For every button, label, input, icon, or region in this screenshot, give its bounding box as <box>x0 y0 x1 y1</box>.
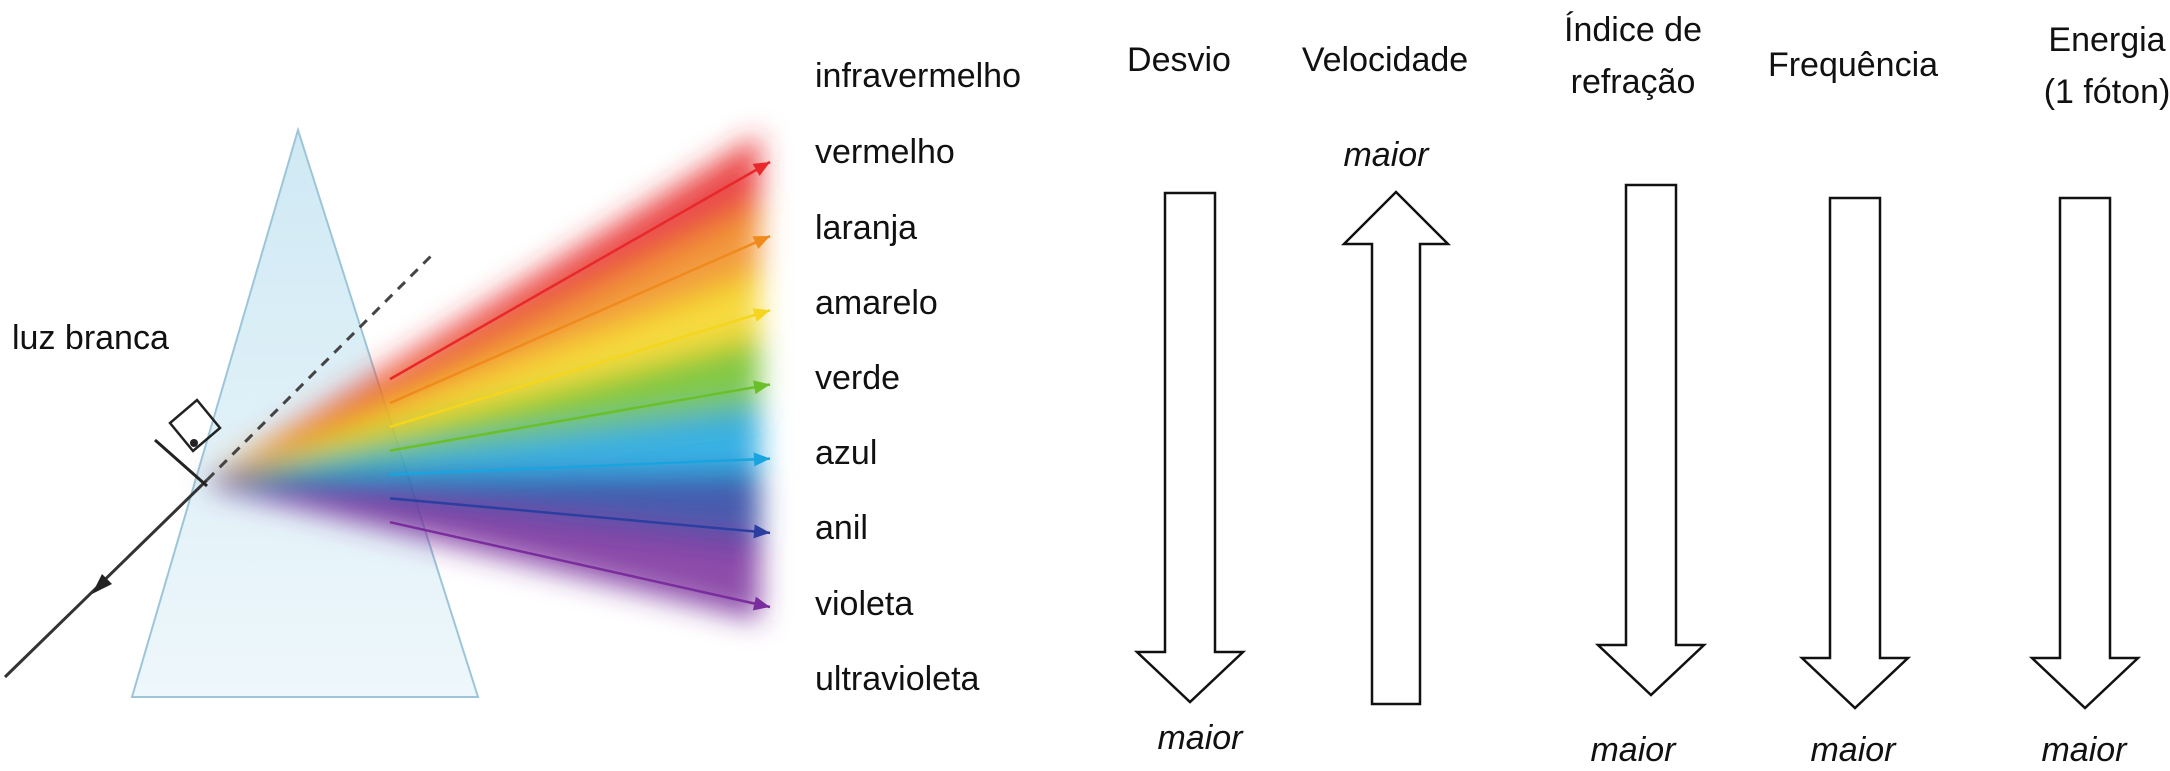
arrow-down-desvio <box>1133 191 1247 704</box>
ray-arrowhead <box>752 162 770 177</box>
incident-ray-arrowhead <box>92 574 112 594</box>
ray-arrowhead <box>752 236 770 250</box>
spectrum-label: infravermelho <box>815 57 1021 95</box>
dispersed-beam <box>210 134 760 621</box>
maior-label-desvio: maior <box>1157 719 1243 757</box>
spectrum-label: laranja <box>815 209 918 247</box>
column-header-frequencia: Frequência <box>1767 46 1939 84</box>
ray-line <box>389 309 771 429</box>
ray-arrowhead <box>752 596 770 611</box>
beam-band <box>210 478 760 621</box>
column-header-desvio: Desvio <box>1127 41 1231 79</box>
spectrum-label: azul <box>815 434 878 472</box>
ray-arrowhead <box>753 380 770 395</box>
arrow-down-energia <box>2028 196 2142 710</box>
ray-line <box>389 497 771 535</box>
ray-arrowhead <box>752 308 770 322</box>
beam-band <box>210 337 760 486</box>
spectrum-label: vermelho <box>815 133 955 171</box>
beam-band <box>210 134 760 486</box>
column-header-indice: refração <box>1570 63 1696 101</box>
maior-label-frequencia: maior <box>1810 731 1896 769</box>
maior-label-energia: maior <box>2041 731 2127 769</box>
spectrum-label: anil <box>815 509 868 547</box>
ray-line <box>389 520 771 609</box>
spectrum-label: ultravioleta <box>815 660 980 698</box>
color-ray-arrows <box>389 160 771 611</box>
spectrum-label: violeta <box>815 585 914 623</box>
column-header-indice: Índice de <box>1564 11 1702 49</box>
spectrum-label: verde <box>815 359 901 397</box>
ray-arrowhead <box>753 452 770 467</box>
beam-band <box>210 269 760 486</box>
column-header-energia: (1 fóton) <box>2043 73 2170 111</box>
beam-band <box>210 201 760 486</box>
ray-arrowhead <box>753 524 770 539</box>
incident-light-label: luz branca <box>12 319 169 357</box>
spectrum-label: amarelo <box>815 284 938 322</box>
right-angle-marker <box>168 398 222 453</box>
ray-line <box>389 457 771 476</box>
column-header-velocidade: Velocidade <box>1301 41 1469 79</box>
column-header-energia: Energia <box>2048 21 2166 59</box>
arrow-down-frequencia <box>1798 196 1912 710</box>
arrow-up-velocidade <box>1340 190 1452 706</box>
ray-line <box>389 383 771 452</box>
arrow-down-indice <box>1594 183 1708 697</box>
maior-label-indice: maior <box>1590 731 1676 769</box>
maior-label-velocidade: maior <box>1343 136 1429 174</box>
ray-line <box>389 160 771 381</box>
ray-line <box>389 235 771 405</box>
right-angle-dot <box>190 439 198 447</box>
normal-line <box>154 438 208 488</box>
